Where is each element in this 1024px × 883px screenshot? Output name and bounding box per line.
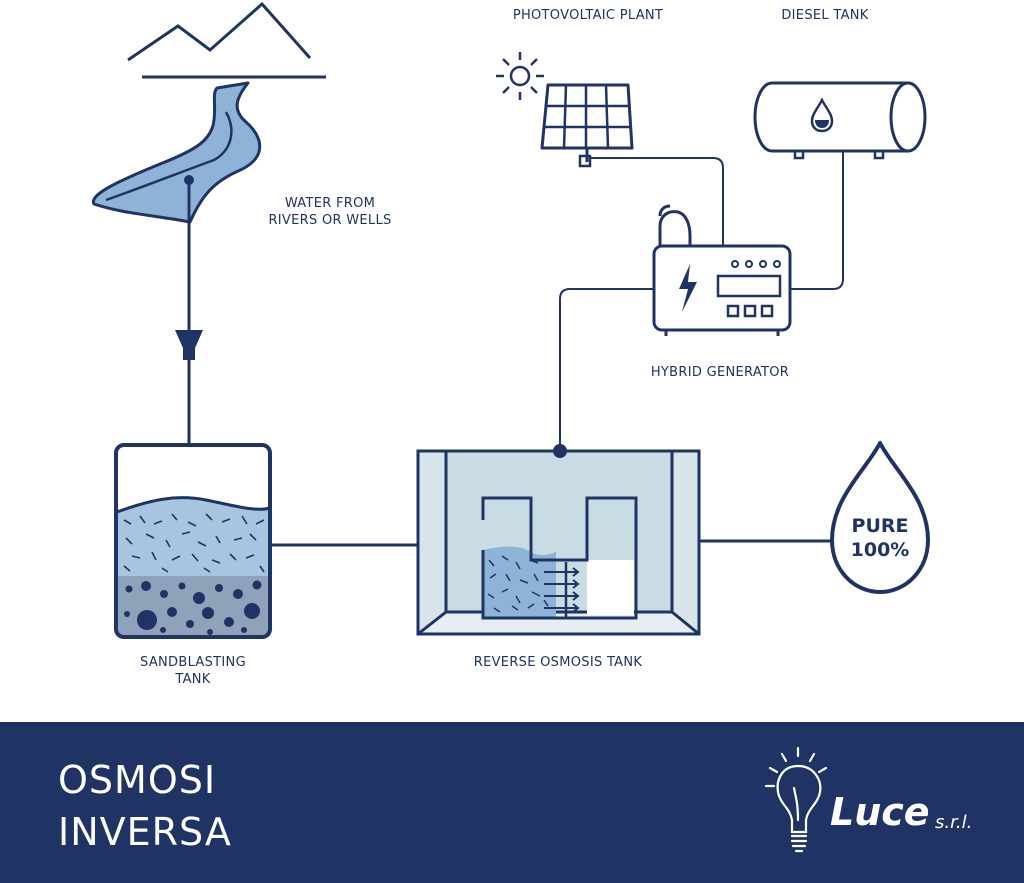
lightbulb-logo-icon xyxy=(764,746,828,853)
lightning-icon xyxy=(679,264,697,312)
footer-banner: OSMOSI INVERSA Luce s.r.l. xyxy=(0,722,1024,883)
label-sandblasting-tank: SANDBLASTING TANK xyxy=(140,655,246,687)
label-photovoltaic-plant: PHOTOVOLTAIC PLANT xyxy=(512,8,664,23)
title-line-2: INVERSA xyxy=(58,810,232,854)
label-diesel-tank: DIESEL TANK xyxy=(781,8,869,23)
sandblasting-tank xyxy=(114,443,272,639)
mountain-icon xyxy=(127,1,326,79)
label-water-source: WATER FROM RIVERS OR WELLS xyxy=(268,196,392,228)
feed-pipe xyxy=(184,175,194,445)
osmosis-diagram: PURE 100% xyxy=(91,1,930,639)
label-hybrid-generator: HYBRID GENERATOR xyxy=(650,365,790,380)
sun-icon xyxy=(496,52,544,100)
pipe-generator-to-ro xyxy=(553,288,654,458)
drop-text-line1: PURE xyxy=(852,515,909,537)
pipe-solar-to-generator xyxy=(590,157,724,246)
river-icon xyxy=(91,81,262,224)
diesel-tank-icon xyxy=(753,81,927,160)
drop-text-line2: 100% xyxy=(851,539,910,561)
solar-panel-icon xyxy=(540,83,634,168)
generator-icon xyxy=(652,204,792,336)
fuel-drop-icon xyxy=(810,97,834,133)
brand-name: Luce xyxy=(830,790,930,834)
water-drop-icon xyxy=(830,441,930,594)
title-line-1: OSMOSI xyxy=(58,758,217,802)
reverse-osmosis-tank xyxy=(416,449,701,636)
funnel-icon xyxy=(175,330,203,360)
pipe-diesel-to-generator xyxy=(790,151,844,290)
label-reverse-osmosis-tank: REVERSE OSMOSIS TANK xyxy=(473,655,643,670)
brand-suffix: s.r.l. xyxy=(935,812,973,833)
